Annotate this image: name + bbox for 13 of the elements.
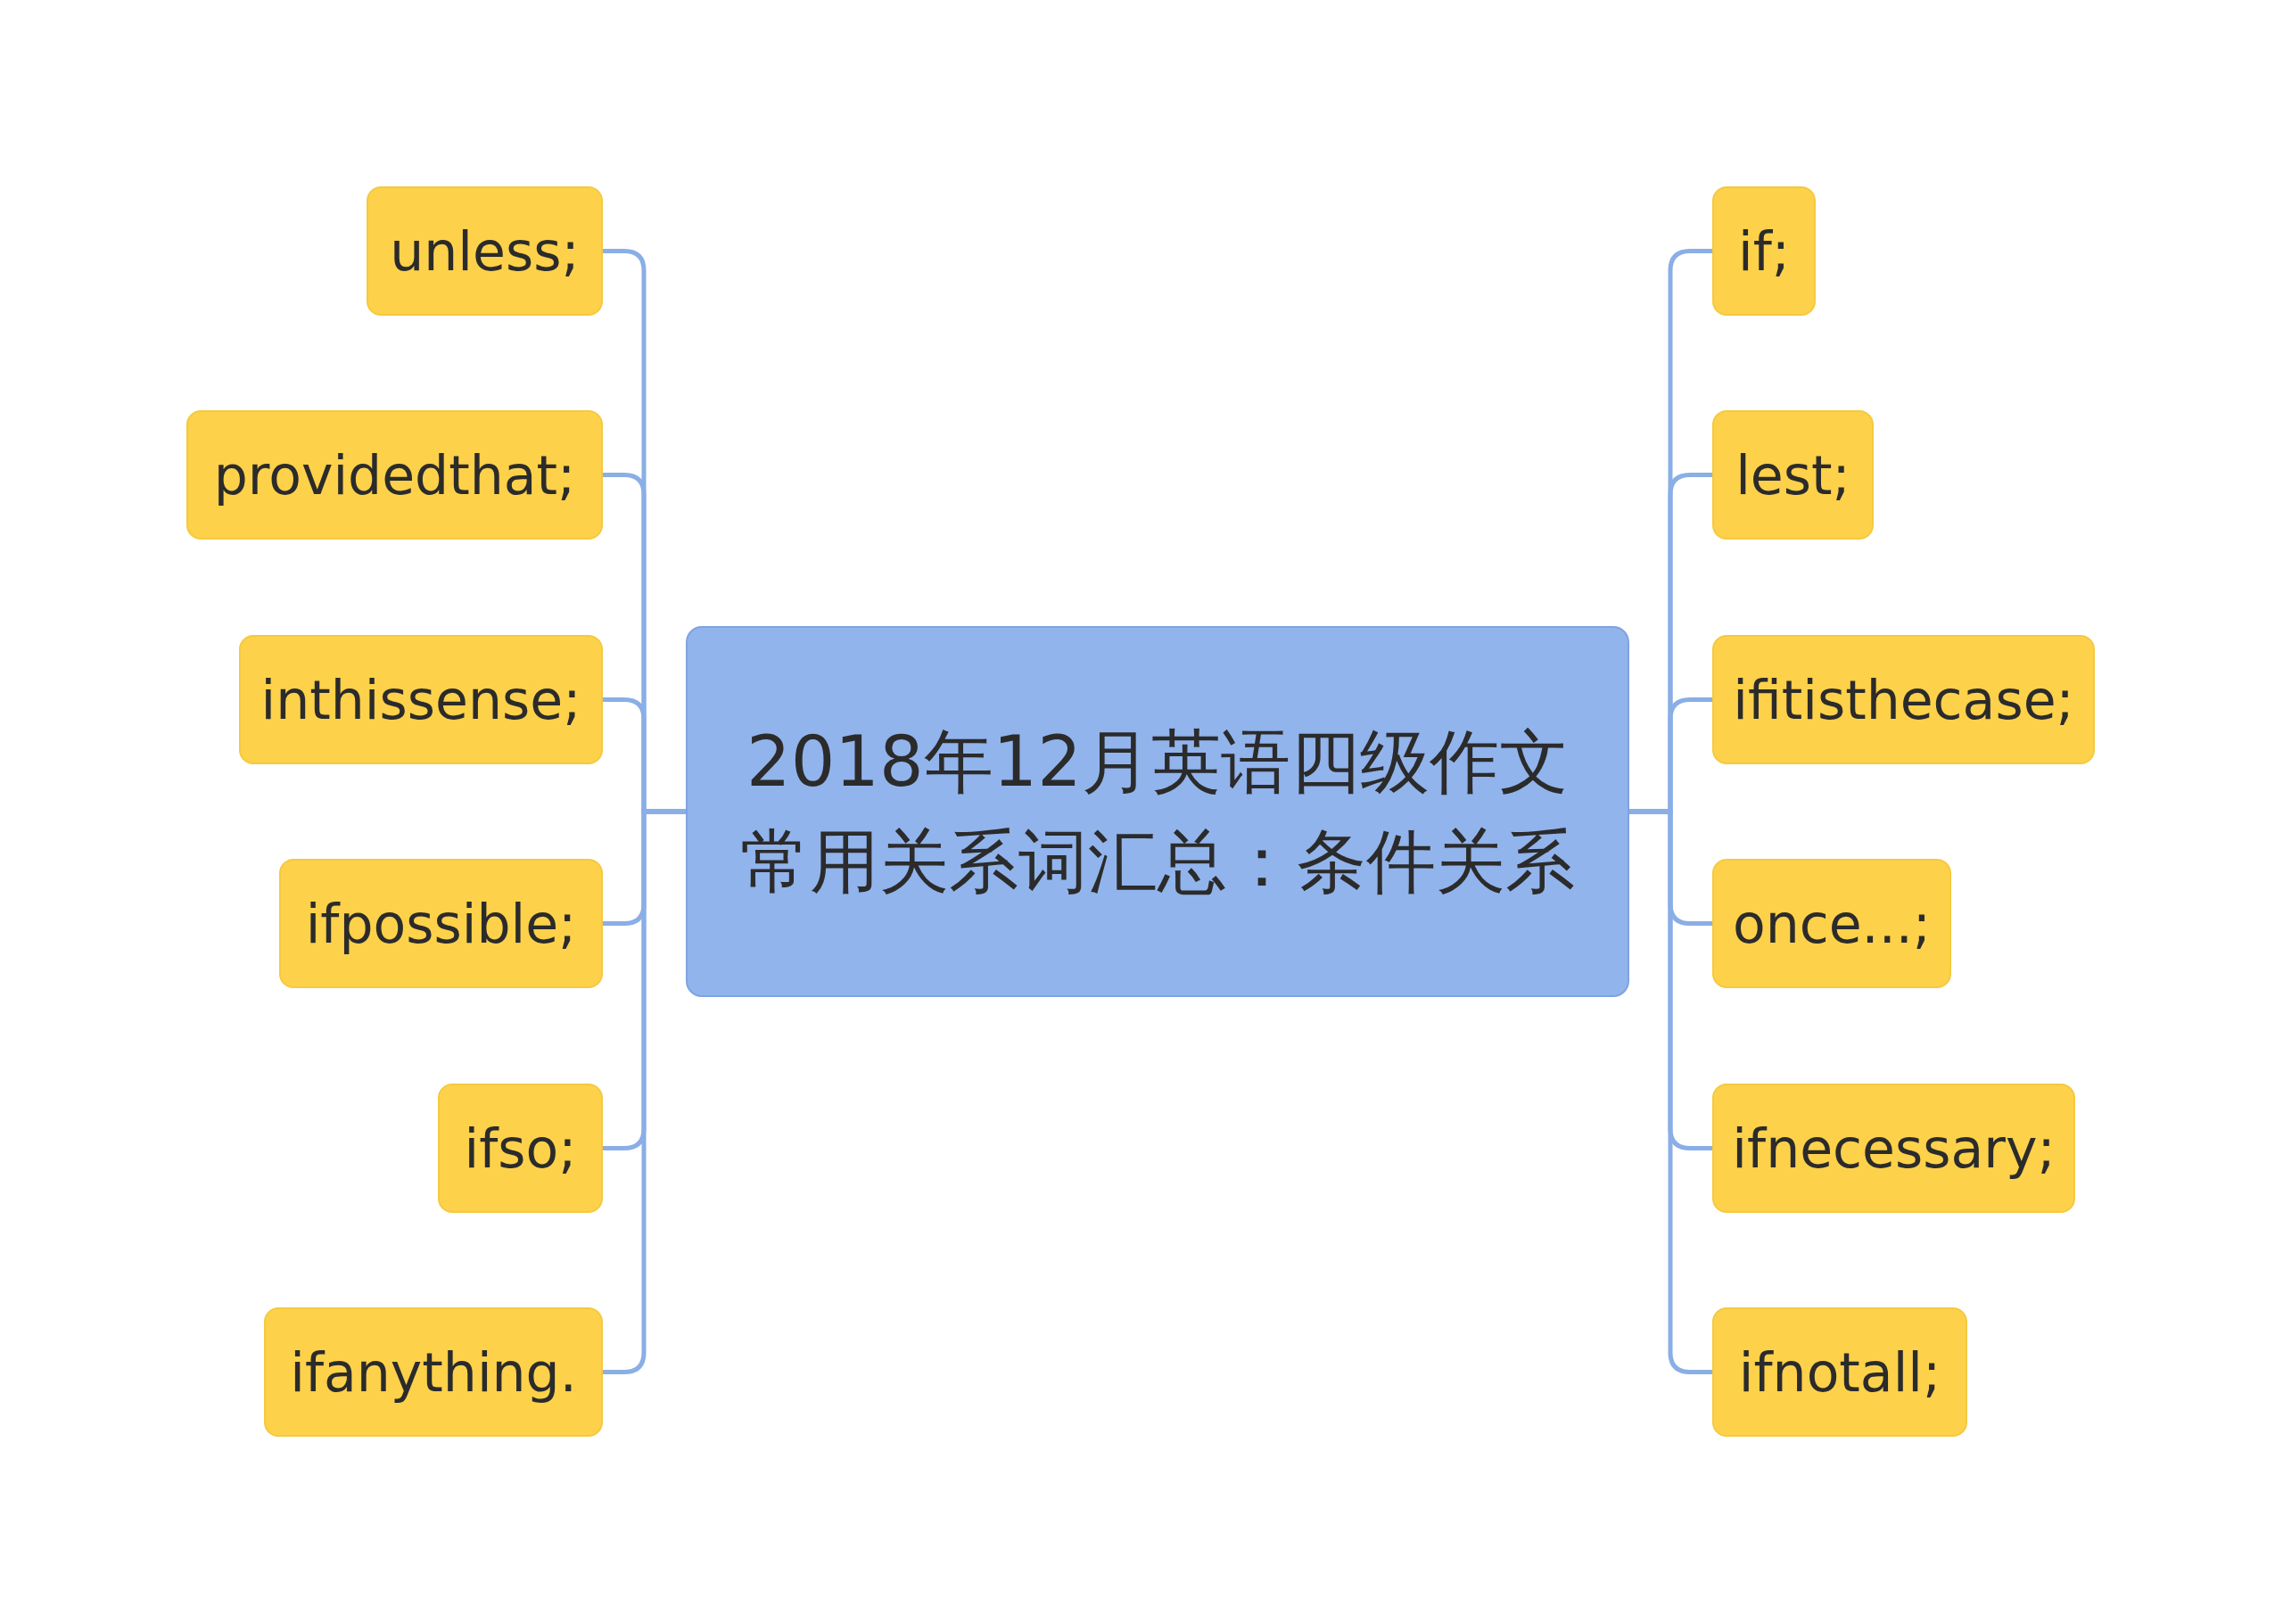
keyword-box: once...; (1712, 859, 1951, 988)
topic-box: 2018年12月英语四级作文常用关系词汇总：条件关系 (686, 626, 1629, 997)
keyword-box: unless; (367, 186, 603, 316)
keyword-box: ifanything. (264, 1307, 603, 1437)
keyword-box: inthissense; (239, 635, 603, 764)
keyword-box: ifnotall; (1712, 1307, 1967, 1437)
keyword-box: ifitisthecase; (1712, 635, 2095, 764)
keyword-box: ifpossible; (279, 859, 603, 988)
keyword-box: if; (1712, 186, 1816, 316)
keyword-box: ifnecessary; (1712, 1084, 2075, 1213)
keyword-box: ifso; (438, 1084, 603, 1213)
keyword-box: lest; (1712, 410, 1874, 540)
keyword-box: providedthat; (186, 410, 603, 540)
